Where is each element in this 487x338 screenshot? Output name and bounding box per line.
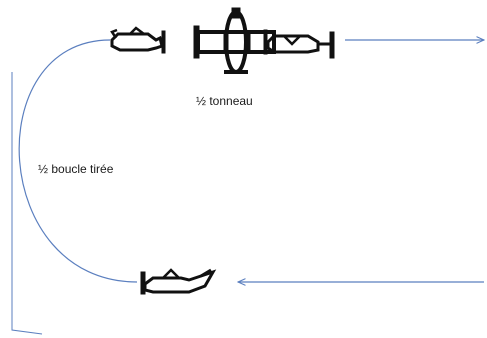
- half-loop-label: ½ boucle tirée: [38, 162, 114, 176]
- plane-side-upright-icon: [263, 29, 335, 59]
- plane-side-icon: [140, 268, 217, 295]
- left-reference-line: [11, 72, 43, 335]
- plane-side-inverted-icon: [110, 26, 166, 54]
- half-roll-label: ½ tonneau: [196, 94, 253, 108]
- plane-top-view-icon: [193, 7, 276, 74]
- half-loop-curve: [18, 39, 138, 283]
